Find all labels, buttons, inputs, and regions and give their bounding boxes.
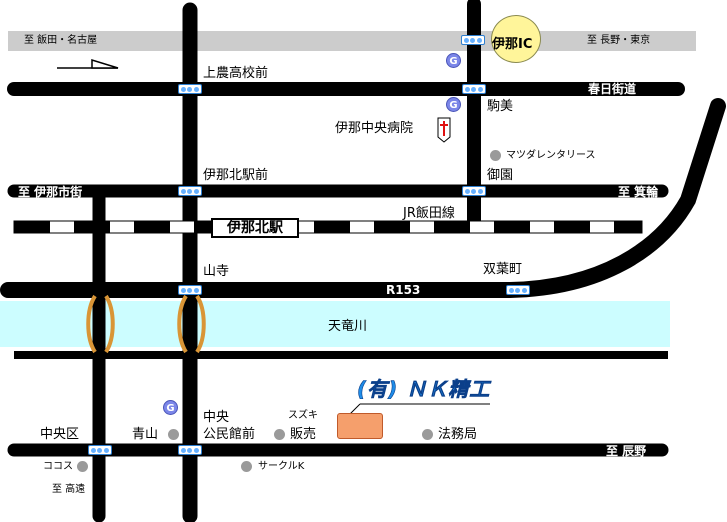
traffic-signal-icon: [461, 35, 485, 45]
intersection-misono: 御園: [487, 168, 514, 183]
direction-top-right: 至 長野・東京: [587, 35, 651, 46]
landmark-suzuki-1: スズキ: [288, 410, 318, 421]
intersection-kamino-hs: 上農高校前: [203, 66, 269, 81]
bridge-left-b: [104, 294, 115, 354]
route-label: R153: [386, 283, 421, 297]
landmark-suzuki-2: 販売: [290, 427, 317, 442]
bridge-right-b: [195, 294, 206, 354]
bridge-left-a: [86, 294, 97, 354]
landmark-cocos: ココス: [43, 461, 73, 472]
traffic-signal-icon: [88, 445, 112, 455]
houmukyoku-dot: [422, 429, 433, 440]
cocos-dot: [77, 461, 88, 472]
kasuga-street-label: 春日街道: [588, 82, 637, 96]
traffic-signal-icon: [506, 285, 530, 295]
ic-label: 伊那IC: [492, 37, 533, 52]
gas-station-icon: G: [163, 400, 178, 415]
company-location-marker: [337, 413, 383, 439]
traffic-signal-icon: [462, 84, 486, 94]
intersection-chuoku: 中央区: [40, 427, 80, 442]
hospital-cross-icon: [437, 117, 451, 143]
direction-takato: 至 高遠: [52, 484, 86, 495]
road-r153: [0, 98, 726, 298]
intersection-kominkan: 公民館前: [203, 427, 256, 442]
direction-tatsuno: 至 辰野: [606, 444, 647, 458]
gas-station-icon: G: [446, 97, 461, 112]
station-box: 伊那北駅: [211, 218, 299, 238]
direction-ina-city: 至 伊那市街: [18, 185, 83, 199]
suzuki-dot: [274, 429, 285, 440]
intersection-ina-kita-ekimae: 伊那北駅前: [203, 168, 269, 183]
traffic-signal-icon: [462, 186, 486, 196]
company-name: (有) ＮＫ精工: [357, 377, 491, 402]
company-leader: [349, 403, 361, 415]
traffic-signal-icon: [178, 445, 202, 455]
bridge-right-a: [177, 294, 188, 354]
direction-minowa: 至 箕輪: [618, 185, 659, 199]
landmark-mazda: マツダレンタリース: [506, 150, 596, 161]
traffic-signal-icon: [178, 186, 202, 196]
aoyama-dot: [168, 429, 179, 440]
mazda-dot: [490, 150, 501, 161]
river-label: 天竜川: [328, 319, 368, 334]
intersection-komami: 駒美: [487, 99, 514, 114]
traffic-signal-icon: [178, 84, 202, 94]
landmark-houmukyoku: 法務局: [438, 427, 478, 442]
intersection-chuo: 中央: [203, 410, 230, 425]
intersection-yamadera: 山寺: [203, 264, 230, 279]
landmark-aoyama: 青山: [132, 427, 159, 442]
direction-top-left: 至 飯田・名古屋: [24, 35, 98, 46]
railway-label: JR飯田線: [403, 206, 455, 221]
intersection-futabacho: 双葉町: [483, 262, 523, 277]
circle-k-dot: [241, 461, 252, 472]
landmark-circle-k: サークルK: [258, 461, 305, 472]
traffic-signal-icon: [178, 285, 202, 295]
ic-badge: [491, 15, 541, 63]
gas-station-icon: G: [446, 53, 461, 68]
north-arrow-icon: [57, 58, 119, 69]
landmark-hospital: 伊那中央病院: [335, 121, 414, 136]
